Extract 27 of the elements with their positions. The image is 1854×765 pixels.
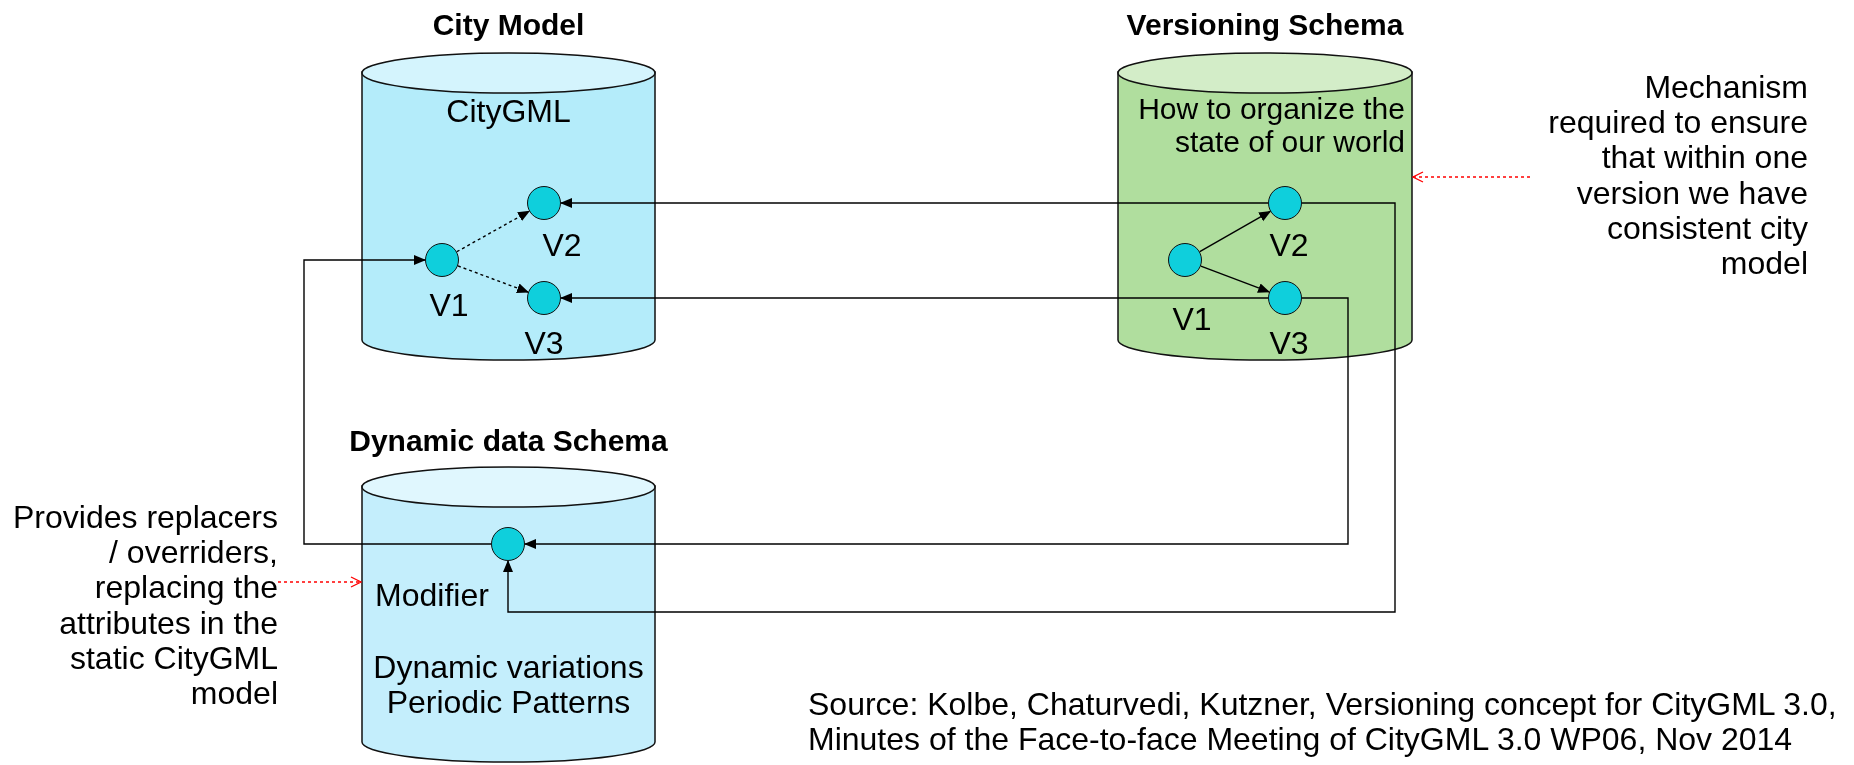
version-label: Modifier xyxy=(375,578,489,614)
version-label: V3 xyxy=(524,326,564,362)
arrow xyxy=(1200,265,1271,293)
version-label: V3 xyxy=(1269,326,1309,362)
schema-title: Dynamic data Schema xyxy=(348,424,669,457)
arrow xyxy=(457,265,529,293)
annotation-text: Provides replacers / overriders, replacing the attributes in the static CityGML model xyxy=(12,500,278,712)
annotation-text: Mechanism required to ensure that within one version we have consistent city model xyxy=(1547,70,1808,282)
schema-title: Versioning Schema xyxy=(1125,8,1405,41)
version-label: V2 xyxy=(542,228,582,264)
arrow xyxy=(560,293,1269,303)
schema-description: How to organize the state of our world xyxy=(1137,92,1405,158)
source-note: Source: Kolbe, Chaturvedi, Kutzner, Versioning concept for CityGML 3.0, Minutes of the Face-to-face Meeting of CityGML 3.0 WP06, Nov 2014 xyxy=(808,687,1838,758)
arrow xyxy=(1412,171,1531,183)
arrow xyxy=(1199,210,1272,253)
arrow xyxy=(503,202,1396,613)
schema-description: Dynamic variations Periodic Patterns xyxy=(372,650,645,721)
arrow xyxy=(560,198,1269,208)
version-label: V1 xyxy=(429,288,469,324)
arrow xyxy=(277,576,362,588)
schema-description: CityGML xyxy=(445,94,572,130)
version-label: V2 xyxy=(1269,228,1309,264)
version-label: V1 xyxy=(1172,302,1212,338)
arrow xyxy=(524,297,1349,549)
arrow xyxy=(456,210,531,253)
arrow xyxy=(303,255,492,545)
schema-title: City Model xyxy=(431,8,586,41)
